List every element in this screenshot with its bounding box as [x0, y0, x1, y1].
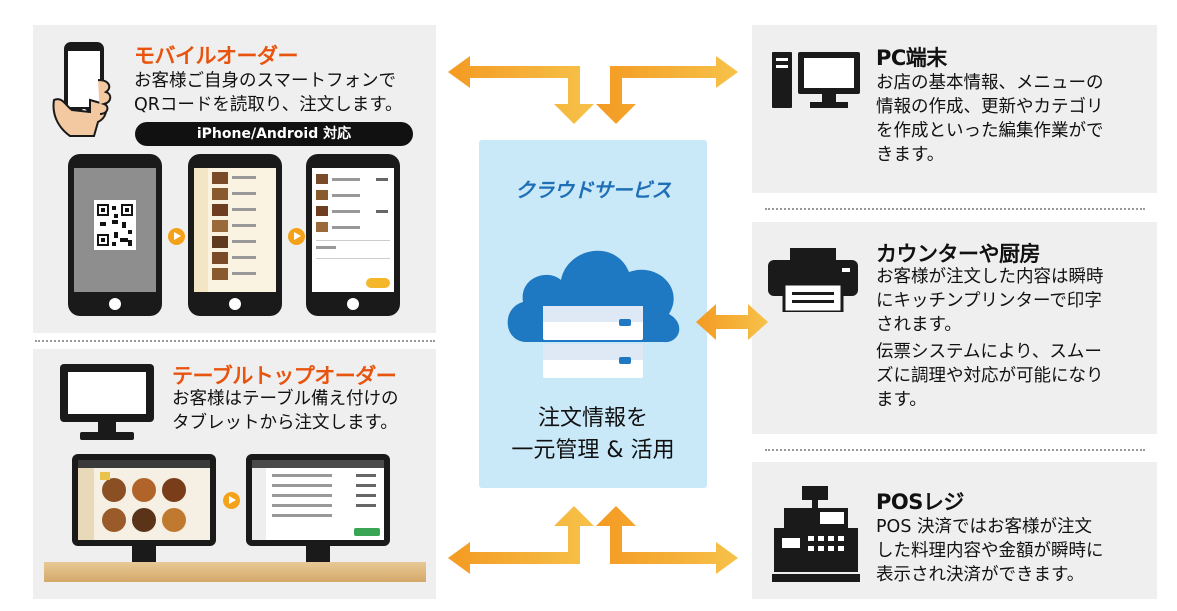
arrow-mobile-to-cloud — [448, 56, 594, 124]
pc-desc-2: 情報の作成、更新やカテゴリ — [876, 97, 1104, 117]
right-divider-2 — [765, 449, 1145, 451]
pc-icon — [772, 52, 860, 108]
pc-desc-1: お店の基本情報、メニューの — [876, 73, 1104, 93]
pos-title: POSレジ — [876, 490, 964, 514]
left-divider — [35, 340, 435, 342]
arrow-cloud-to-pc — [596, 56, 738, 124]
device-support-badge: iPhone/Android 対応 — [135, 122, 413, 146]
printer-icon — [768, 248, 858, 312]
pos-desc-3: 表示され決済ができます。 — [876, 565, 1085, 585]
cloud-line-2: 一元管理 & 活用 — [511, 438, 675, 463]
counter-desc-3: されます。 — [876, 315, 962, 335]
mobile-order-desc-1: お客様ご自身のスマートフォンで — [134, 71, 396, 91]
arrow-cloud-pos — [596, 506, 738, 574]
arrow-cloud-counter — [696, 304, 768, 340]
pos-desc-1: POS 決済ではお客様が注文 — [876, 517, 1092, 537]
counter-title: カウンターや厨房 — [876, 242, 1041, 266]
table-surface — [44, 562, 426, 582]
counter-desc-1: お客様が注文した内容は瞬時 — [876, 267, 1104, 287]
counter-desc-5: ズに調理や対応が可能になり — [876, 366, 1104, 386]
tabletop-order-desc-1: お客様はテーブル備え付けの — [172, 389, 399, 409]
cloud-service-title: クラウドサービス — [515, 178, 672, 202]
smartphone-hand-icon — [52, 42, 112, 137]
arrow-tabletop-cloud — [448, 506, 594, 574]
step-arrow-2 — [288, 228, 305, 245]
cloud-line-1: 注文情報を — [537, 406, 648, 431]
mobile-order-title: モバイルオーダー — [134, 44, 299, 68]
counter-desc-2: にキッチンプリンターで印字 — [876, 291, 1102, 311]
monitor-icon — [60, 364, 154, 440]
phone-cart-screen — [306, 154, 400, 316]
tabletop-order-title: テーブルトップオーダー — [172, 364, 397, 388]
counter-desc-6: ます。 — [876, 390, 927, 410]
pc-desc-4: きます。 — [876, 145, 945, 165]
cash-register-icon — [772, 486, 860, 582]
mobile-order-desc-2: QRコードを読取り、注文します。 — [134, 95, 403, 115]
pos-desc-2: した料理内容や金額が瞬時に — [876, 541, 1104, 561]
phone-qr-screen — [68, 154, 162, 316]
right-divider-1 — [765, 208, 1145, 210]
pc-title: PC端末 — [876, 46, 947, 70]
tablet-menu-screen — [72, 454, 216, 564]
step-arrow-1 — [168, 228, 185, 245]
pc-desc-3: を作成といった編集作業がで — [876, 121, 1104, 141]
tabletop-order-desc-2: タブレットから注文します。 — [172, 413, 398, 433]
step-arrow-3 — [223, 492, 240, 509]
cloud-server-icon — [507, 250, 680, 378]
tablet-order-screen — [246, 454, 390, 564]
counter-desc-4: 伝票システムにより、スムー — [876, 342, 1102, 362]
phone-menu-screen — [188, 154, 282, 316]
